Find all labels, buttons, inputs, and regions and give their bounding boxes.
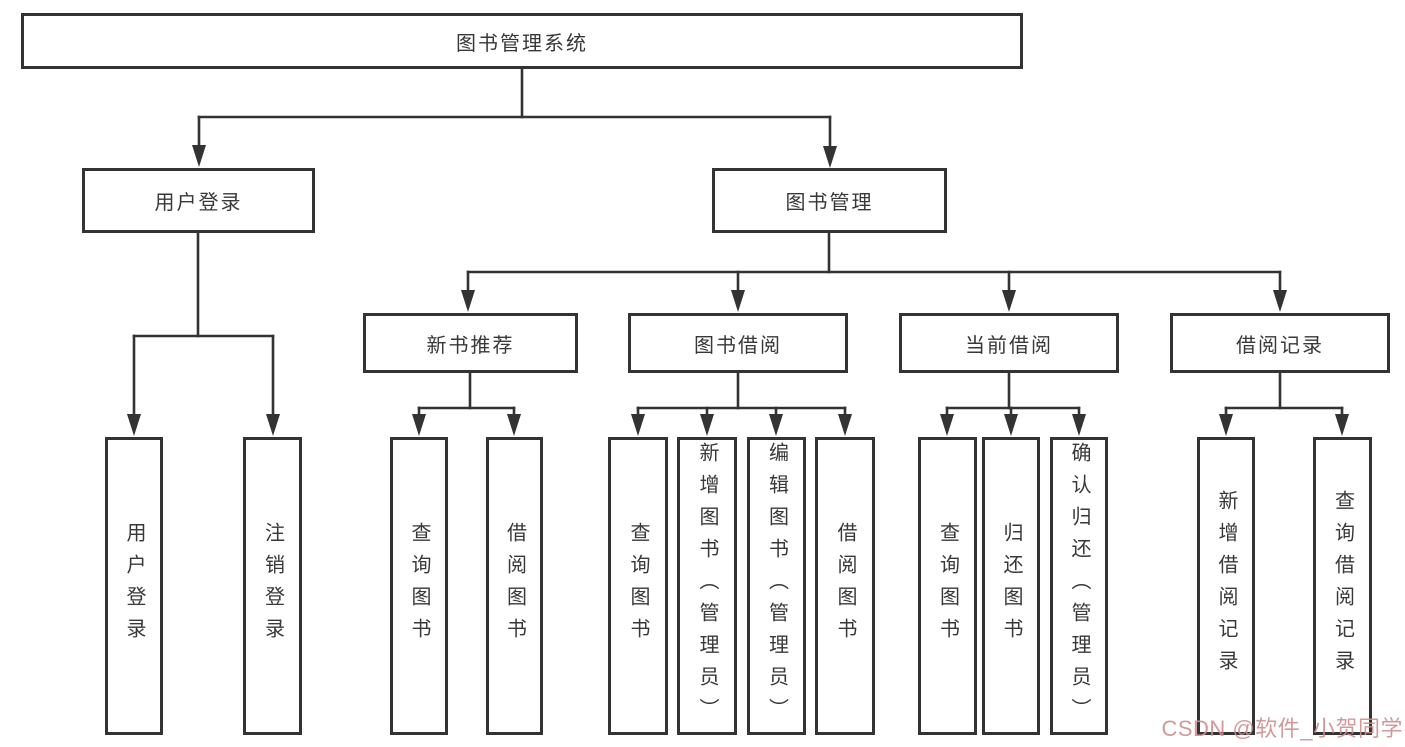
leaf-current-return-book: 归还图书: [982, 437, 1040, 735]
leaf-borrow-borrow-book: 借阅图书: [815, 437, 875, 735]
csdn-watermark: CSDN @软件_小贺同学: [1161, 716, 1403, 741]
node-new-book-recommend: 新书推荐: [363, 313, 578, 373]
node-user-login: 用户登录: [82, 168, 315, 233]
leaf-borrow-query-book-label: 查询图书: [627, 522, 649, 650]
leaf-recommend-query-book: 查询图书: [390, 437, 448, 735]
leaf-borrow-query-book: 查询图书: [608, 437, 668, 735]
node-current-borrow: 当前借阅: [899, 313, 1119, 373]
leaf-user-login: 用户登录: [105, 437, 163, 735]
leaf-records-query-record: 查询借阅记录: [1313, 437, 1372, 735]
node-root-system: 图书管理系统: [21, 13, 1023, 69]
leaf-recommend-query-book-label: 查询图书: [408, 522, 430, 650]
leaf-current-query-book-label: 查询图书: [936, 522, 959, 650]
leaf-borrow-edit-book-admin: 编辑图书（管理员）: [747, 437, 806, 735]
leaf-logout-login-label: 注销登录: [261, 522, 284, 650]
leaf-recommend-borrow-book: 借阅图书: [486, 437, 543, 735]
leaf-user-login-label: 用户登录: [123, 522, 145, 650]
leaf-records-add-record-label: 新增借阅记录: [1215, 490, 1237, 682]
leaf-borrow-borrow-book-label: 借阅图书: [834, 522, 856, 650]
leaf-records-add-record: 新增借阅记录: [1197, 437, 1255, 735]
leaf-recommend-borrow-book-label: 借阅图书: [503, 522, 526, 650]
leaf-current-confirm-return-admin: 确认归还（管理员）: [1050, 437, 1108, 735]
leaf-logout-login: 注销登录: [243, 437, 302, 735]
leaf-borrow-add-book-admin: 新增图书（管理员）: [677, 437, 737, 735]
node-borrow-records: 借阅记录: [1170, 313, 1390, 373]
leaf-records-query-record-label: 查询借阅记录: [1331, 490, 1354, 682]
node-book-management: 图书管理: [712, 168, 947, 233]
node-book-borrow: 图书借阅: [628, 313, 848, 373]
leaf-borrow-add-book-admin-label: 新增图书（管理员）: [696, 442, 718, 730]
leaf-borrow-edit-book-admin-label: 编辑图书（管理员）: [765, 442, 788, 730]
leaf-current-return-book-label: 归还图书: [1000, 522, 1022, 650]
leaf-current-confirm-return-admin-label: 确认归还（管理员）: [1068, 442, 1090, 730]
leaf-current-query-book: 查询图书: [918, 437, 977, 735]
